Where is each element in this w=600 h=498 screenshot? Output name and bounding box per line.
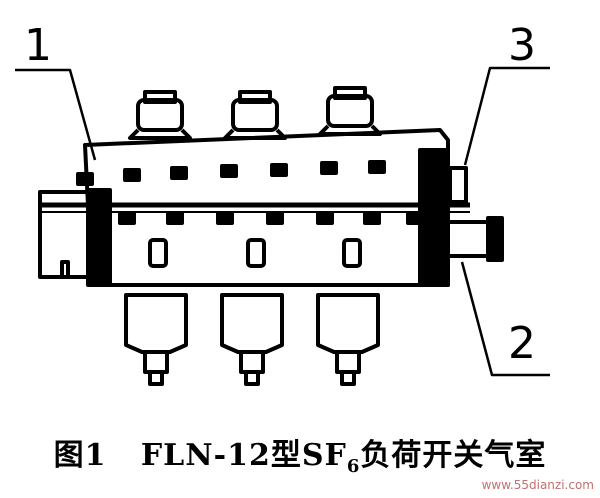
caption-model: FLN-12型SF [140,438,347,473]
bolt-row [76,160,424,225]
watermark: www.55dianzi.com [481,478,594,492]
contact-windows [148,238,362,268]
bottom-insulator-middle [220,293,284,386]
caption-figure-number: 图1 [53,438,107,473]
gas-chamber-housing [38,128,470,287]
figure-caption: 图1 FLN-12型SF6负荷开关气室 [0,430,600,477]
caption-subscript: 6 [346,456,361,477]
leader-lines [15,66,550,377]
callout-label-1: 1 [24,20,52,71]
bottom-insulator-left [124,293,188,386]
top-bushing-left [128,90,192,140]
operating-shaft [446,166,504,262]
callout-label-3: 3 [508,20,536,71]
bottom-insulator-right [316,293,380,386]
callout-label-2: 2 [508,318,536,369]
switchgear-diagram [15,66,550,386]
caption-description: 负荷开关气室 [360,438,547,473]
top-bushing-middle [223,90,287,140]
top-bushing-right [318,86,382,136]
